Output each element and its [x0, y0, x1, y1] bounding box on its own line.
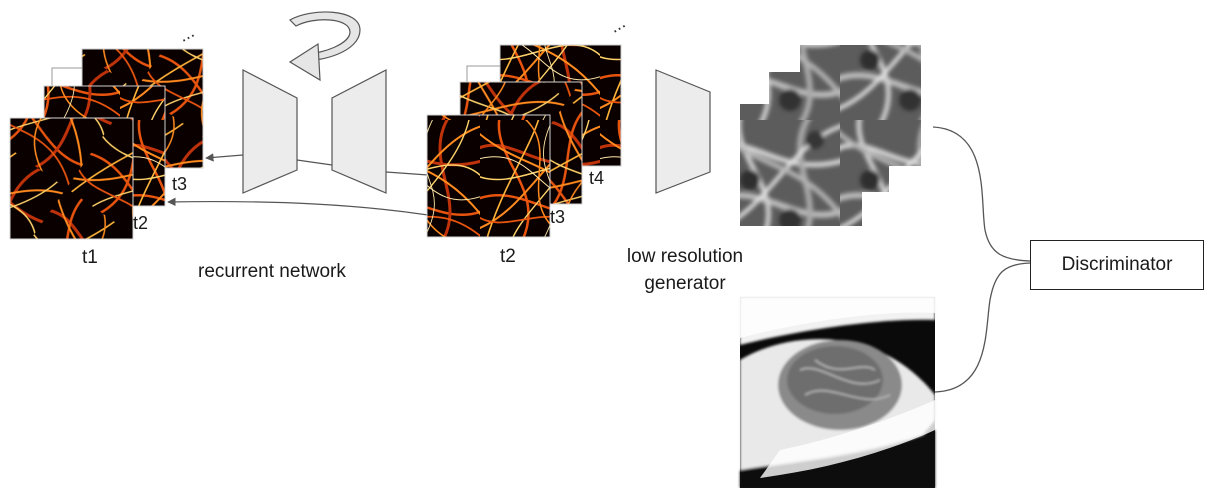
encoder-decoder-link	[296, 159, 333, 166]
center-to-left-arrow	[167, 197, 429, 216]
label-left-t2: t2	[133, 213, 149, 233]
generated-frame-stack	[740, 45, 921, 226]
label-discriminator: Discriminator	[1061, 254, 1173, 275]
label-center-t2: t2	[500, 246, 516, 267]
label-center-t3: t3	[550, 207, 566, 227]
decoder-trapezoid	[331, 69, 387, 194]
label-left-t1: t1	[82, 247, 98, 268]
label-recurrent-network: recurrent network	[198, 261, 346, 282]
ellipsis-icon: ...	[175, 21, 198, 46]
label-left-t3: t3	[172, 174, 188, 194]
label-generator-line2: generator	[644, 273, 726, 294]
left-frame-stack: ...	[9, 21, 204, 240]
generator-trapezoid	[655, 69, 711, 194]
encoder-to-left-arrow	[205, 153, 244, 162]
real-to-discriminator-link	[934, 262, 1031, 393]
ellipsis-icon: ...	[606, 12, 629, 37]
discriminator-box: Discriminator	[1030, 240, 1204, 290]
encoder-trapezoid	[242, 69, 298, 194]
left-stack-connector	[51, 67, 82, 94]
center-frame-t2	[426, 114, 551, 238]
label-generator-line1: low resolution	[626, 246, 744, 267]
center-frame-stack: ...	[426, 12, 629, 238]
generated-frame-front	[740, 104, 862, 226]
circular-arrow-icon	[288, 11, 361, 82]
real-cell-image	[740, 297, 935, 488]
generated-to-discriminator-link	[932, 126, 1031, 262]
left-frame-t1	[9, 117, 134, 240]
decoder-to-center-link	[385, 171, 429, 176]
label-center-t4: t4	[589, 168, 605, 188]
